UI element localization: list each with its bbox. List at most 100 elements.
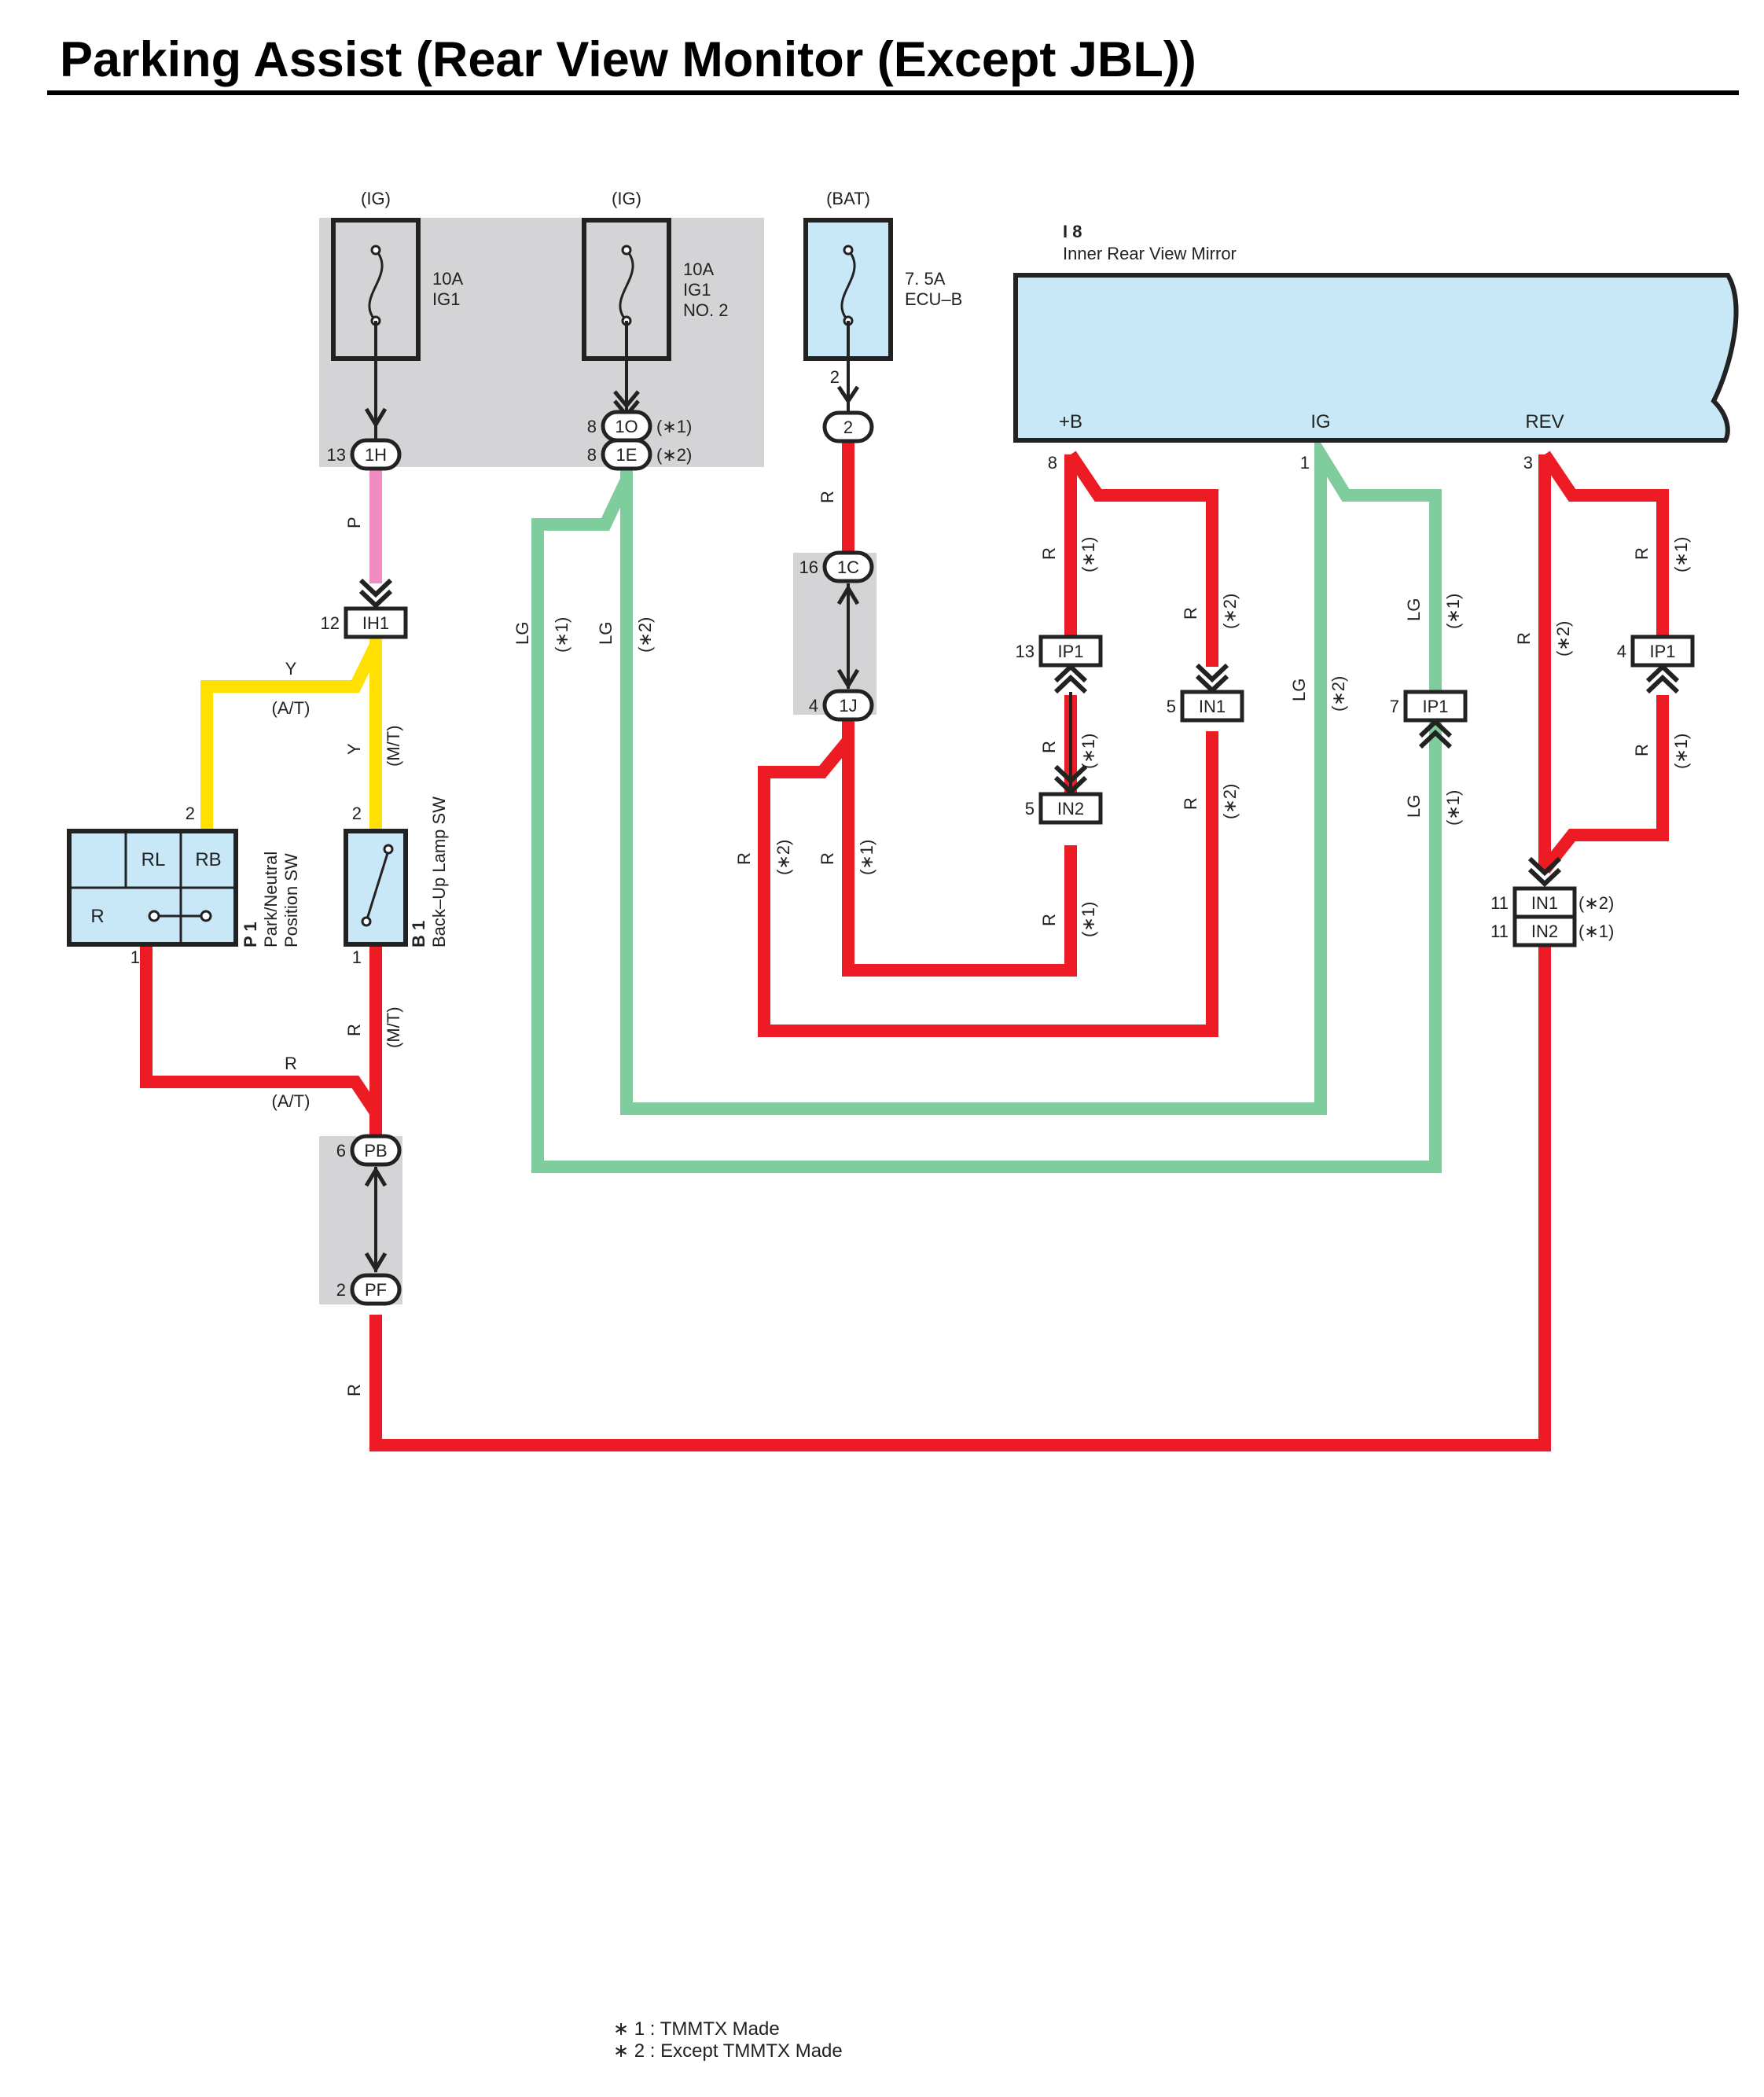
connector-ih1: IH1 12 — [321, 606, 408, 639]
park-switch-name1: Park/Neutral — [261, 852, 281, 947]
connector-in1-11-pin: 11 — [1490, 893, 1509, 913]
connector-in1-11-note: (∗2) — [1578, 893, 1614, 913]
wire-label-at-y: (A/T) — [272, 698, 311, 718]
chevron-down-icon-ih1 — [358, 578, 393, 609]
wire-label-r-in1-down-star2: (∗2) — [1220, 784, 1240, 819]
connector-2-pin: 2 — [830, 367, 840, 387]
chevron-down-icon-in1-5 — [1195, 663, 1229, 694]
connector-in2-11-name: IN2 — [1531, 922, 1558, 941]
fuse-ecu-b-symbol — [840, 249, 856, 322]
connector-1c: 1C 16 — [799, 550, 874, 583]
arrow-down-icon-1j — [836, 668, 860, 690]
connector-ip1-7-pin: 7 — [1390, 697, 1399, 716]
connector-in2-5-pin: 5 — [1025, 799, 1035, 819]
wire-r-rev-star1 — [1539, 451, 1669, 637]
backup-switch-name: Back–Up Lamp SW — [429, 796, 449, 947]
wire-label-r-rev-star1: (∗1) — [1671, 537, 1691, 572]
wire-label-r-pf: R — [344, 1384, 364, 1396]
connector-in1-11: IN1 11 (∗2) — [1490, 886, 1614, 919]
wire-label-r-b-star2: (∗2) — [1220, 594, 1240, 629]
mirror-terminal-ig: IG — [1310, 411, 1330, 432]
connector-2-name: 2 — [843, 418, 853, 437]
connector-ip1-7-name: IP1 — [1422, 697, 1448, 716]
connector-in2-11-pin: 11 — [1490, 922, 1509, 941]
park-switch-cell-rl: RL — [141, 849, 166, 870]
wire-label-r-ip1c-down-star1: (∗1) — [1671, 734, 1691, 769]
mirror-terminal-b: +B — [1059, 411, 1082, 432]
wire-label-lg-2: LG — [596, 622, 616, 645]
connector-ip1-13: IP1 13 — [1016, 635, 1103, 668]
footnote-1: ∗ 1 : TMMTX Made — [613, 2018, 780, 2040]
connector-1o-name: 1O — [615, 417, 638, 436]
connector-pf: PF 2 — [336, 1273, 402, 1306]
fuse-ecu-b-arrow-icon — [836, 385, 860, 405]
park-switch-name2: Position SW — [281, 853, 301, 947]
wire-label-y-mt: Y — [344, 743, 364, 755]
fuse-ig1-no2-amp: 10A — [683, 259, 714, 279]
park-switch-pin-top: 2 — [186, 804, 195, 823]
connector-in2-5: IN2 5 — [1025, 792, 1103, 825]
footnote-2: ∗ 2 : Except TMMTX Made — [613, 2040, 843, 2062]
wire-label-r-mt: R — [344, 1024, 364, 1036]
wire-label-r-1j-star1: (∗1) — [857, 840, 876, 875]
connector-1e-name: 1E — [616, 445, 638, 465]
wire-r-ip1c-in1b — [1539, 695, 1669, 874]
backup-switch-id: B 1 — [409, 921, 428, 947]
chevron-up-icon-ip1-13 — [1053, 663, 1088, 694]
wire-r-b-star2 — [1065, 451, 1218, 667]
connector-in1-5: IN1 5 — [1167, 690, 1244, 723]
wire-r-park-at — [140, 944, 381, 1117]
park-neutral-position-switch: RL RB R 2 1 P 1 Park/Neutral Position SW — [67, 804, 301, 967]
connector-in2-11: IN2 11 (∗1) — [1490, 914, 1614, 947]
wire-label-r-in2-down-star1: (∗1) — [1079, 902, 1098, 937]
connector-ip1-4-pin: 4 — [1617, 642, 1626, 661]
connector-1e: 1E 8 (∗2) — [587, 438, 692, 471]
connector-ip1-4: IP1 4 — [1617, 635, 1695, 668]
mirror-name: Inner Rear View Mirror — [1063, 244, 1237, 263]
connector-1e-pin: 8 — [587, 445, 597, 465]
connector-1o-pin: 8 — [587, 417, 597, 436]
backup-switch-pin-top: 2 — [352, 804, 362, 823]
wire-label-lg-ip1-up-star1: (∗1) — [1443, 594, 1463, 629]
connector-pf-name: PF — [365, 1280, 387, 1300]
connector-1h: 1H 13 — [327, 438, 402, 471]
mirror-terminal-rev: REV — [1525, 411, 1564, 432]
connector-1h-name: 1H — [365, 445, 387, 465]
wire-label-r-b-star1: (∗1) — [1079, 537, 1098, 572]
connector-ip1-13-name: IP1 — [1057, 642, 1083, 661]
park-switch-id: P 1 — [241, 922, 260, 947]
wire-label-lg-ig: LG — [1289, 679, 1309, 701]
wire-label-r-1j-1: R — [818, 852, 837, 865]
page-title: Parking Assist (Rear View Monitor (Excep… — [60, 32, 1196, 87]
mirror-pin-ig: 1 — [1300, 453, 1310, 473]
wire-label-mt-r: (M/T) — [384, 1006, 403, 1048]
connector-2: 2 2 — [822, 367, 874, 443]
fuse-ecu-b-source: (BAT) — [826, 189, 870, 208]
wire-label-lg-ip1-down-star1: (∗1) — [1443, 790, 1463, 826]
connector-in2-5-name: IN2 — [1057, 799, 1084, 819]
fuse-ig1-no2-source: (IG) — [612, 189, 641, 208]
connector-ip1-4-name: IP1 — [1649, 642, 1675, 661]
fuse-ig1-no2-name: IG1 — [683, 280, 711, 300]
wire-lg-star2 — [620, 432, 1442, 1115]
wire-label-r-in2-down: R — [1039, 914, 1059, 926]
wire-label-y-at: Y — [285, 659, 297, 679]
arrow-up-icon-1c — [836, 584, 860, 605]
wire-label-p: P — [344, 517, 364, 528]
wire-r-1j-star2 — [758, 716, 1218, 1037]
connector-in2-11-note: (∗1) — [1578, 922, 1614, 941]
connector-1c-pin: 16 — [799, 557, 818, 577]
fuse-ecu-b-amp: 7. 5A — [905, 269, 946, 289]
chevron-down-icon-in1-11 — [1527, 856, 1562, 888]
wire-label-r-1j-2: R — [734, 852, 754, 865]
fuse-ecu-b: (BAT) 7. 5A ECU–B — [803, 189, 962, 361]
wire-label-r-1j-star2: (∗2) — [774, 840, 793, 875]
connector-1j-name: 1J — [839, 696, 857, 716]
wire-label-r-rev-star2: (∗2) — [1553, 621, 1573, 657]
wire-label-r-ip1-in2: R — [1039, 741, 1059, 753]
junction-block-main — [319, 218, 764, 467]
connector-ip1-7: IP1 7 — [1390, 690, 1468, 723]
title-rule — [47, 90, 1739, 95]
wire-label-r-in1-down: R — [1181, 797, 1200, 810]
inner-rear-view-mirror: I 8 Inner Rear View Mirror +B IG REV 8 1… — [1013, 222, 1739, 473]
